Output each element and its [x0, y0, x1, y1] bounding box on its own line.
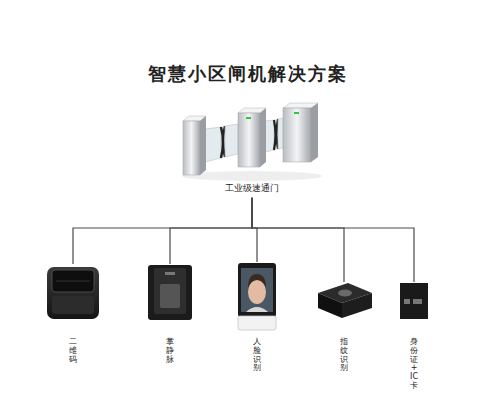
tree-connector — [252, 198, 257, 262]
node-label: 工业级速通门 — [182, 183, 322, 195]
device-node: 掌静脉 — [145, 264, 195, 367]
device-node: 身份证+IC卡 — [397, 282, 431, 394]
tree-connector — [252, 198, 414, 282]
node-label: 掌静脉 — [166, 338, 174, 364]
tree-connector — [252, 198, 344, 282]
device-node: 二维码 — [43, 264, 103, 367]
palm-vein-illustration — [148, 265, 192, 320]
tree-connector — [170, 198, 252, 264]
tree-connector — [73, 198, 252, 264]
node-label: 身份证+IC卡 — [410, 338, 418, 391]
node-label: 指纹识别 — [340, 338, 348, 373]
face-terminal-illustration — [238, 263, 276, 330]
gate-node: 工业级速通门 — [182, 103, 322, 198]
fingerprint-module-illustration — [318, 283, 372, 318]
id-card-reader-illustration — [400, 283, 428, 319]
node-label: 二维码 — [69, 338, 77, 364]
node-label: 人脸识别 — [253, 338, 261, 373]
diagram-title: 智慧小区闸机解决方案 — [0, 62, 495, 86]
turnstile-illustration — [182, 103, 322, 181]
device-node: 指纹识别 — [314, 282, 374, 376]
qr-scanner-illustration — [47, 267, 99, 319]
device-node: 人脸识别 — [234, 262, 280, 376]
